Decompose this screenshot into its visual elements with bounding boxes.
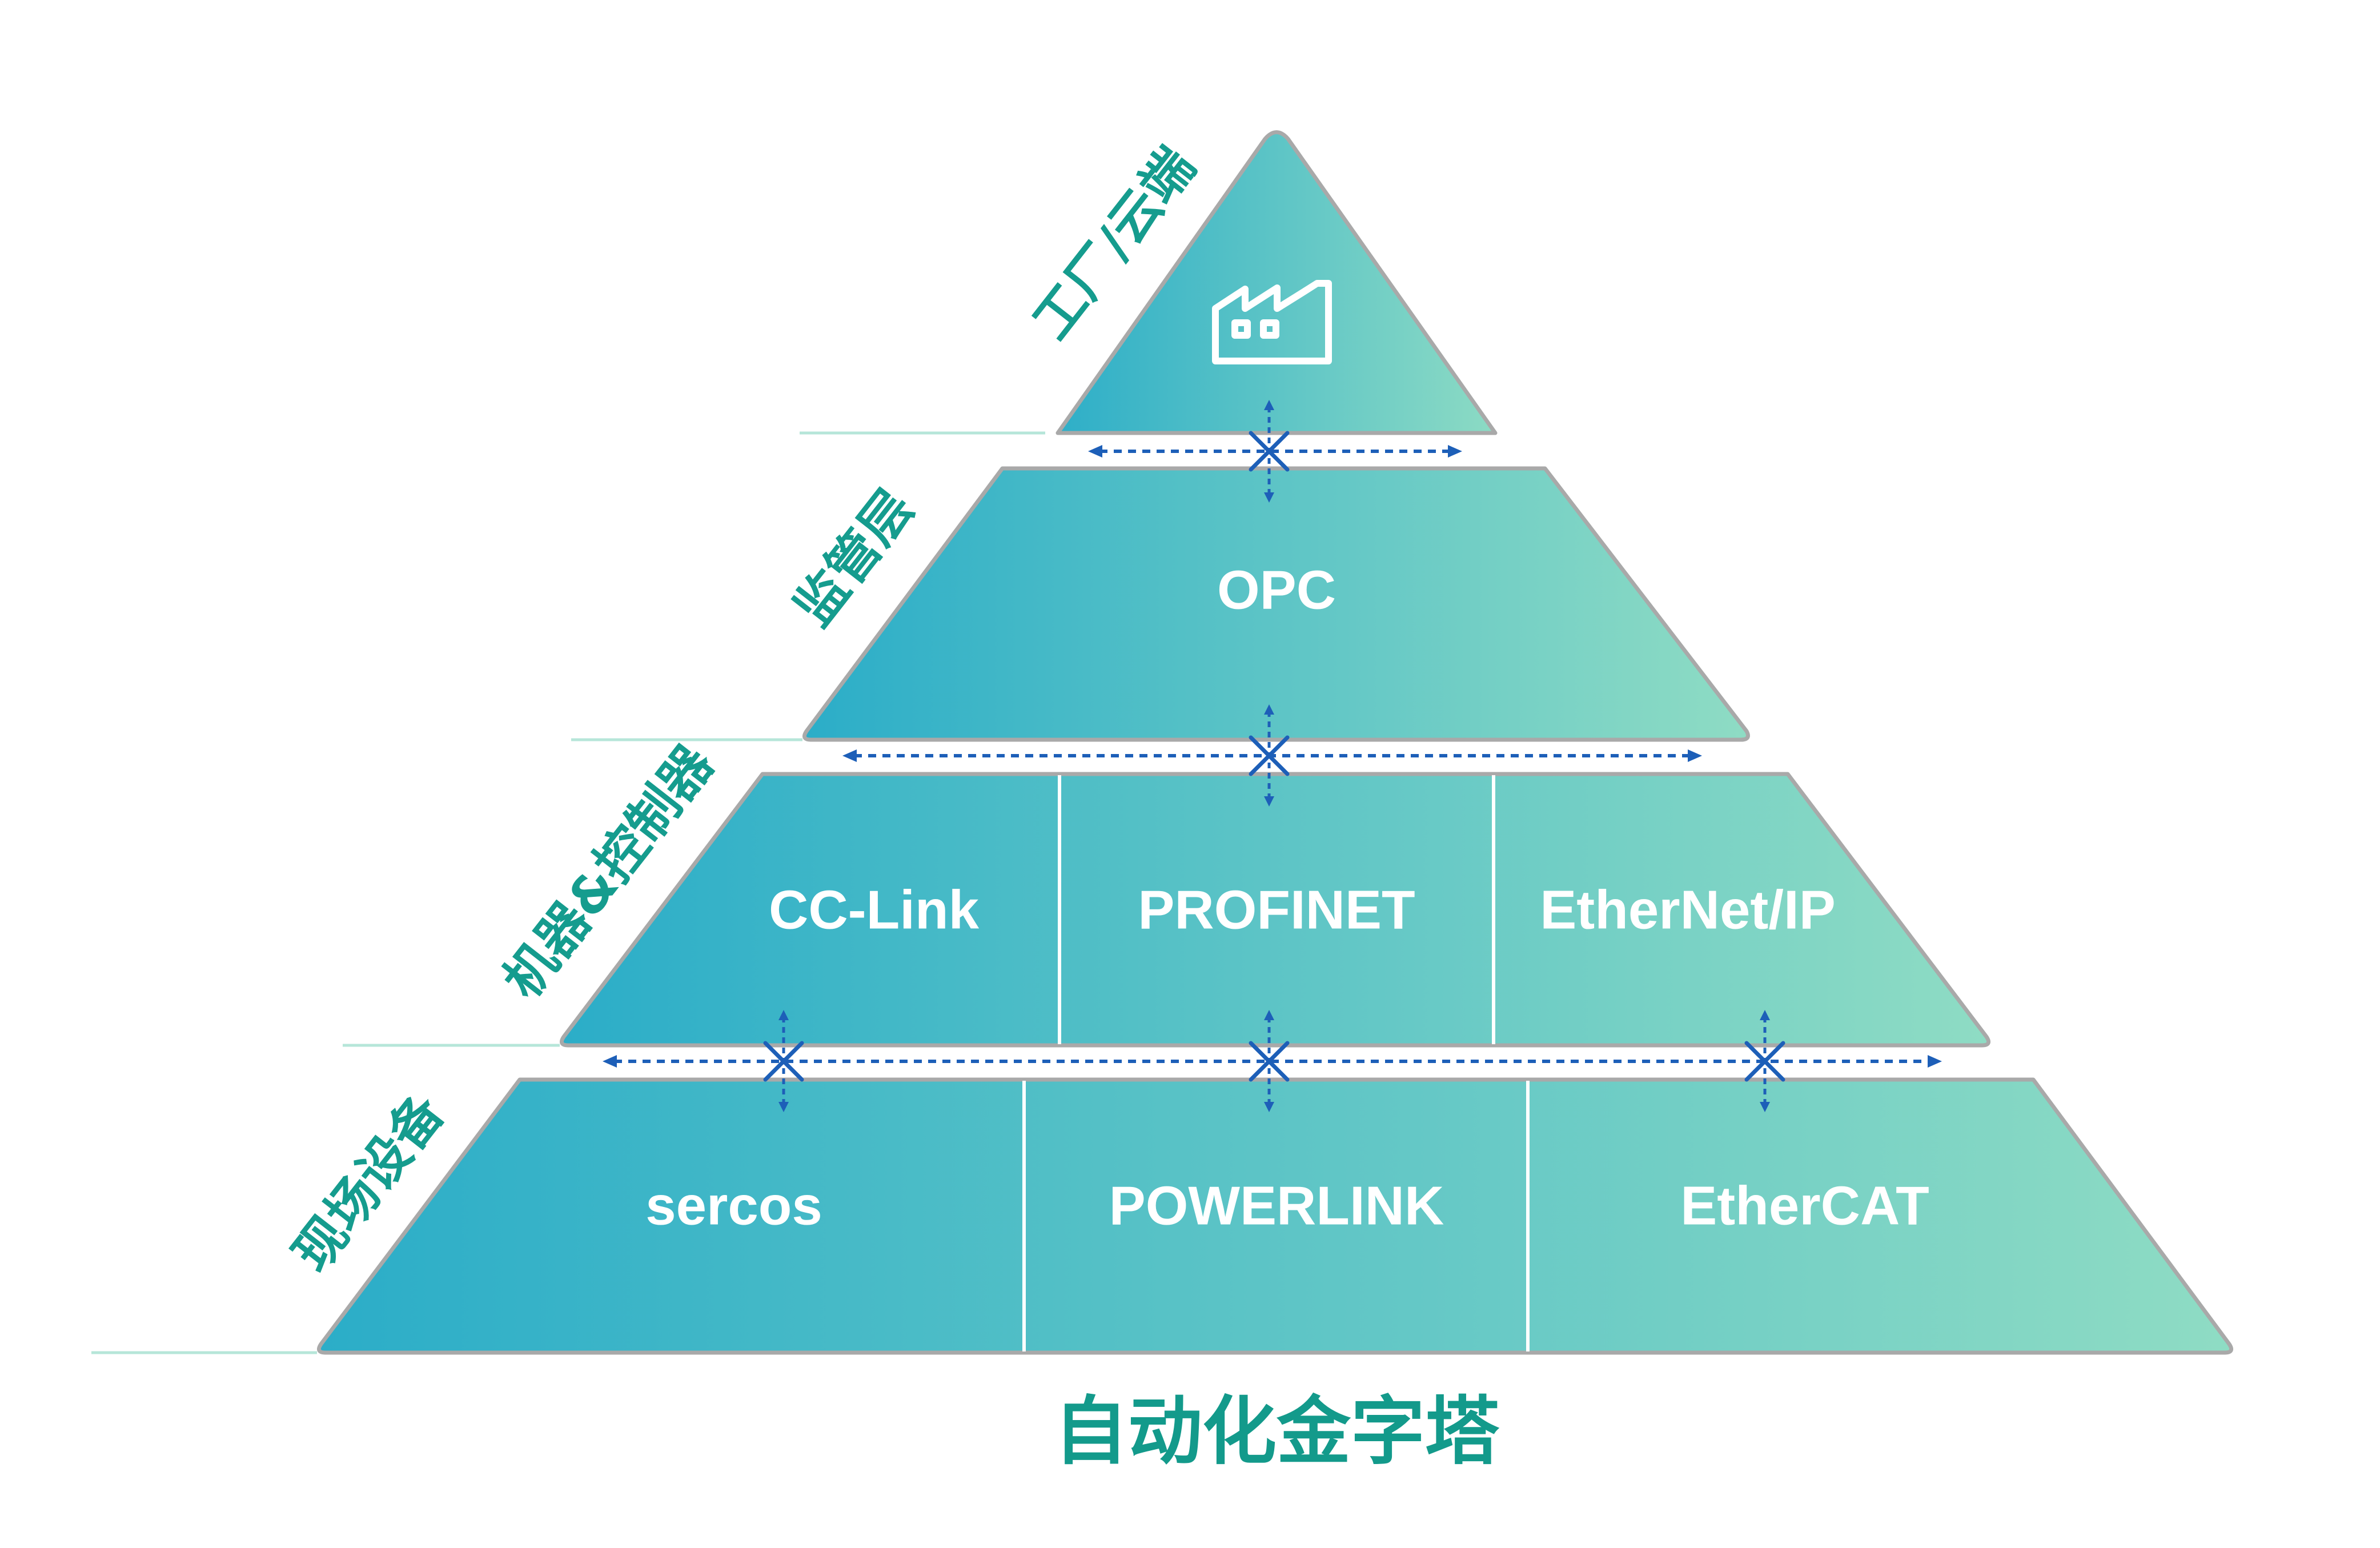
segment-profinet: PROFINET xyxy=(1138,879,1415,940)
connector-row-1 xyxy=(1088,445,1462,458)
segment-sercos: sercos xyxy=(645,1175,822,1236)
tier-field-devices xyxy=(316,1077,2234,1355)
junction-3b xyxy=(1249,1010,1290,1112)
junction-3c xyxy=(1744,1010,1785,1112)
diagram-title: 自动化金字塔 xyxy=(1054,1388,1500,1475)
factory-icon xyxy=(1212,280,1332,364)
connector-row-2 xyxy=(842,749,1702,762)
segment-cc-link: CC-Link xyxy=(769,879,980,940)
segment-powerlink: POWERLINK xyxy=(1109,1175,1444,1236)
segment-ethercat: EtherCAT xyxy=(1680,1175,1929,1236)
junction-1 xyxy=(1249,400,1290,503)
segment-ethernet-ip: EtherNet/IP xyxy=(1540,879,1835,940)
connector-row-3 xyxy=(603,1055,1942,1068)
tier-supervisory xyxy=(802,466,1750,742)
segment-opc: OPC xyxy=(1217,559,1336,620)
junction-3a xyxy=(763,1010,804,1112)
junction-2 xyxy=(1249,704,1290,807)
tier-factory-cloud xyxy=(1055,130,1498,435)
tier-machine-controller xyxy=(559,772,1991,1048)
